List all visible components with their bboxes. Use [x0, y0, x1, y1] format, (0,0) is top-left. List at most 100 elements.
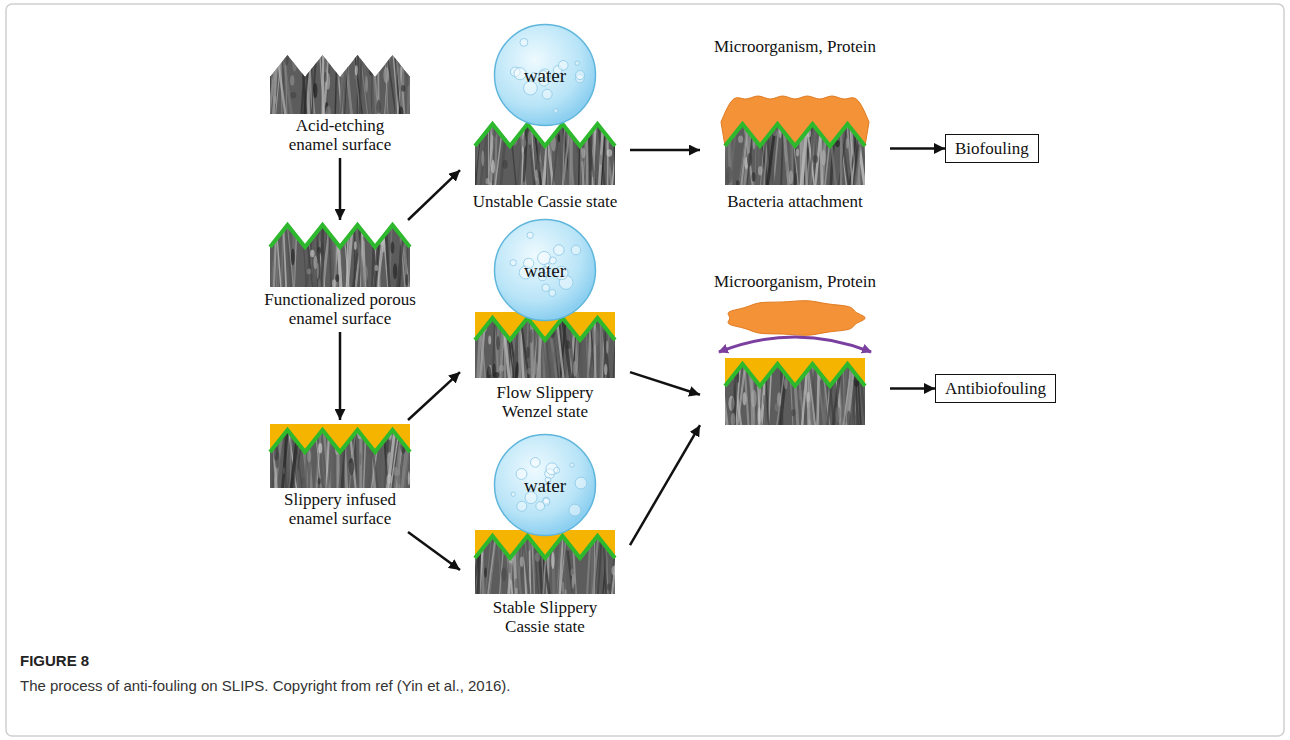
process-arrow [408, 372, 460, 420]
surface-panel: waterFlow Slippery Wenzel state [460, 215, 630, 425]
panel-label: Acid-etching enamel surface [280, 116, 400, 154]
enamel-streak [510, 122, 516, 187]
enamel-grain [301, 478, 304, 485]
outcome-label: Biofouling [955, 139, 1029, 158]
surface-panel: Microorganism, Protein [700, 270, 890, 430]
enamel-grain [731, 413, 736, 427]
enamel-streak [257, 428, 263, 490]
enamel-grain [318, 478, 321, 485]
enamel-streak [409, 53, 417, 116]
droplet-bubble [517, 501, 527, 511]
enamel-streak [490, 534, 497, 596]
enamel-grain [492, 363, 495, 378]
enamel-grain [309, 54, 315, 70]
enamel-grain [607, 149, 612, 156]
panel-label: Bacteria attachment [727, 192, 862, 211]
enamel-grain [335, 60, 339, 68]
enamel-streak [615, 316, 618, 380]
enamel-grain [484, 567, 487, 577]
enamel-grain [291, 248, 295, 265]
enamel-grain [307, 450, 311, 463]
enamel-grain [304, 466, 307, 479]
enamel-grain [290, 75, 294, 86]
enamel-streak [614, 122, 616, 187]
enamel-streak [274, 223, 277, 289]
enamel-grain [775, 403, 780, 412]
enamel-streak [387, 53, 396, 116]
enamel-grain [348, 458, 354, 475]
process-arrow [630, 149, 700, 152]
enamel-streak [261, 428, 263, 490]
droplet-bubble [571, 245, 581, 255]
enamel-grain [812, 155, 818, 163]
enamel-streak [265, 428, 269, 490]
enamel-surface [708, 96, 875, 189]
enamel-streak [377, 53, 380, 116]
enamel-streak [471, 316, 473, 380]
enamel-streak [341, 53, 347, 116]
droplet-bubble [527, 232, 533, 238]
enamel-grain [803, 389, 806, 396]
enamel-grain [736, 180, 740, 186]
enamel-grain [558, 134, 560, 142]
enamel-streak [708, 122, 717, 187]
enamel-grain [612, 566, 617, 576]
surface-panel: Functionalized porous enamel surface [255, 220, 425, 332]
enamel-texture [254, 50, 427, 121]
enamel-streak [321, 53, 324, 116]
enamel-streak [269, 53, 277, 116]
bacteria-film [721, 96, 869, 146]
droplet-bubble [511, 492, 515, 496]
enamel-streak [871, 362, 876, 427]
enamel-texture [460, 530, 628, 598]
enamel-grain [549, 352, 553, 363]
enamel-grain [489, 171, 493, 183]
enamel-streak [847, 362, 852, 427]
enamel-streak [868, 362, 871, 427]
enamel-streak [586, 122, 589, 187]
enamel-grain [599, 155, 602, 166]
lubricant-layer [270, 424, 410, 452]
enamel-streak [344, 53, 352, 116]
panel-label: Stable Slippery Cassie state [486, 598, 604, 636]
panel-label: Flow Slippery Wenzel state [489, 383, 601, 421]
process-arrow [630, 372, 700, 395]
enamel-grain [408, 471, 410, 485]
enamel-streak [866, 362, 871, 427]
enamel-grain [582, 148, 586, 158]
enamel-grain [365, 76, 368, 93]
enamel-streak [347, 223, 349, 289]
panel-label: Unstable Cassie state [473, 192, 617, 211]
droplet-bubble [542, 89, 552, 99]
enamel-grain [488, 335, 491, 344]
enamel-streak [264, 53, 266, 116]
enamel-grain [789, 170, 793, 184]
droplet-bubble [542, 284, 550, 292]
enamel-streak [385, 53, 388, 116]
enamel-streak [472, 122, 476, 187]
enamel-grain [591, 170, 596, 177]
enamel-grain [399, 106, 404, 121]
enamel-streak [305, 53, 309, 116]
enamel-streak [411, 428, 413, 490]
enamel-streak [547, 122, 548, 187]
enamel-grain [573, 360, 577, 376]
functional-coating [475, 318, 615, 340]
enamel-grain [835, 406, 841, 422]
enamel-grain [292, 55, 297, 72]
enamel-surface [460, 530, 628, 598]
enamel-streak [869, 362, 872, 427]
enamel-streak [360, 53, 362, 116]
enamel-surface [458, 122, 628, 188]
functional-coating [725, 364, 865, 386]
enamel-streak [321, 223, 324, 289]
enamel-grain [538, 163, 542, 171]
enamel-grain [758, 407, 762, 424]
enamel-streak [266, 223, 271, 289]
process-arrow [408, 170, 460, 220]
enamel-streak [501, 122, 507, 187]
enamel-streak [262, 223, 267, 289]
enamel-grain [527, 368, 531, 374]
